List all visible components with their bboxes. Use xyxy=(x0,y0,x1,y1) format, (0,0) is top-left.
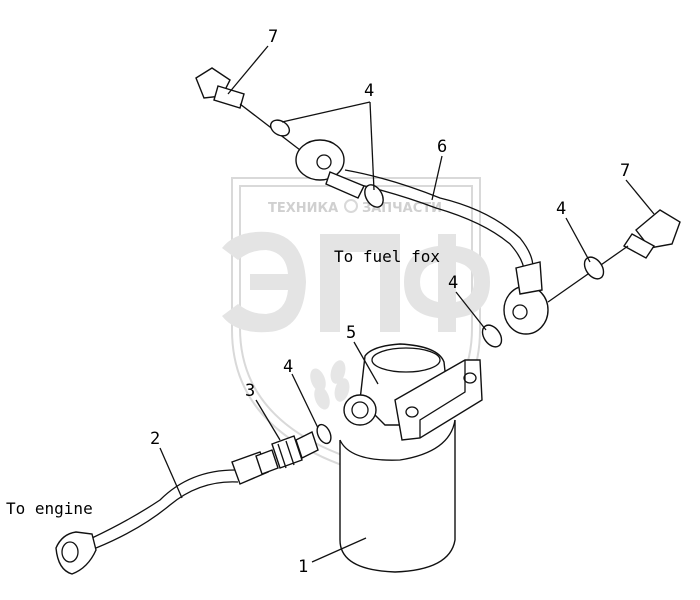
fuel-line-a xyxy=(344,169,534,273)
hose-engine-connector xyxy=(55,531,97,575)
washer-right xyxy=(583,256,605,280)
inlet-port xyxy=(351,401,369,419)
banjo-bolt-left xyxy=(195,67,301,151)
banjo-stem-right xyxy=(515,261,543,295)
watermark-wheat xyxy=(310,360,350,410)
leader-4-top-b xyxy=(369,101,375,191)
hose-ferrule xyxy=(255,449,279,475)
callout-5: 5 xyxy=(346,323,356,343)
fuel-line-b xyxy=(337,179,525,277)
leader-6 xyxy=(431,155,443,201)
hose-line-b xyxy=(95,481,239,549)
callout-4-right: 4 xyxy=(556,199,566,219)
to-fuel-box-label: To fuel fox xyxy=(334,247,440,266)
washer-inlet xyxy=(316,423,332,445)
inlet-boss xyxy=(343,394,377,426)
filter-head-top xyxy=(371,347,441,373)
banjo-bolt-right xyxy=(547,209,681,303)
callout-3: 3 xyxy=(245,381,255,401)
engine-connector-port xyxy=(61,541,79,563)
callouts: 7 4 6 7 4 4 5 4 3 2 1 xyxy=(150,27,630,577)
callout-4-mid: 4 xyxy=(448,273,458,293)
hose-line-a xyxy=(91,469,236,539)
bolt-shank-left xyxy=(213,85,245,109)
bracket-hole-2 xyxy=(405,406,419,418)
callout-7-left: 7 xyxy=(268,27,278,47)
leader-7-right xyxy=(625,179,655,215)
watermark-gear-icon xyxy=(344,199,358,213)
leader-4-right xyxy=(565,217,591,263)
callout-2: 2 xyxy=(150,429,160,449)
canister-top-rim xyxy=(339,419,456,461)
leader-1 xyxy=(311,537,367,563)
callout-6: 6 xyxy=(437,137,447,157)
engine-hose xyxy=(55,449,279,575)
fuel-filter-canister xyxy=(339,343,483,573)
leader-4-mid xyxy=(455,291,487,331)
inlet-fitting xyxy=(271,431,319,469)
banjo-stem-top xyxy=(325,171,365,199)
fitting-nut xyxy=(271,435,303,469)
leader-4-top-a xyxy=(281,101,371,123)
callout-4-top: 4 xyxy=(364,81,374,101)
leader-4-inlet xyxy=(291,373,319,429)
fitting-stem xyxy=(295,431,319,459)
leader-7-left xyxy=(227,45,269,95)
callout-7-right: 7 xyxy=(620,161,630,181)
leader-3 xyxy=(255,399,281,441)
watermark: ТЕХНИКА ЗАПЧАСТИ xyxy=(222,177,490,472)
washer-right-lower xyxy=(481,324,503,348)
canister-body xyxy=(339,420,456,573)
callout-1: 1 xyxy=(298,557,308,577)
to-engine-label: To engine xyxy=(6,499,93,518)
fuel-line xyxy=(295,139,549,335)
bracket-hole xyxy=(463,372,477,384)
bolt-shank-right xyxy=(622,233,656,259)
leader-lines xyxy=(159,45,655,563)
leader-5 xyxy=(353,341,379,385)
leader-2 xyxy=(159,447,183,499)
washer-top-mid xyxy=(364,184,384,208)
watermark-left-text: ТЕХНИКА xyxy=(268,201,338,216)
banjo-fitting-top xyxy=(295,139,345,181)
callout-4-inlet: 4 xyxy=(283,357,293,377)
